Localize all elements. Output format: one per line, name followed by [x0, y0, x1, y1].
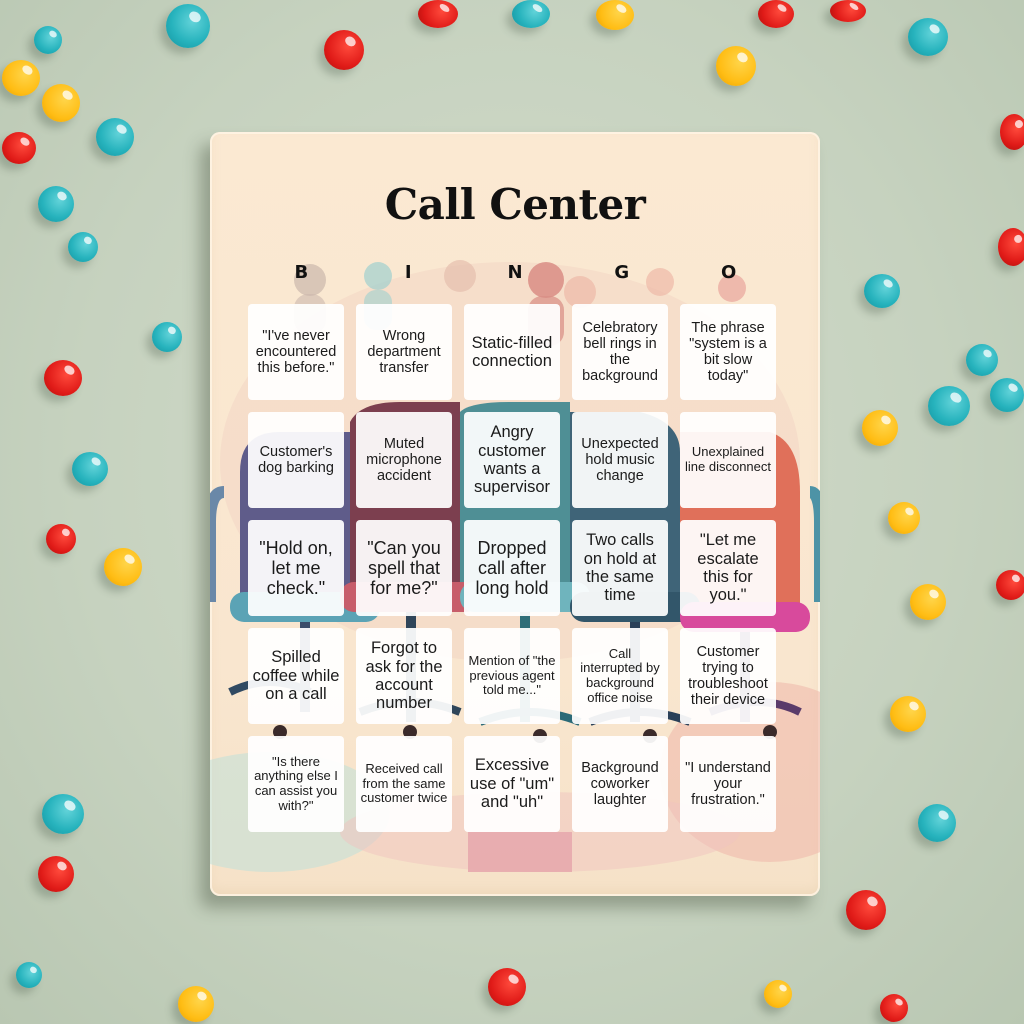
yellow-bead	[910, 584, 946, 620]
teal-bead	[34, 26, 62, 54]
header-letter-i: I	[404, 262, 412, 283]
teal-bead	[512, 0, 550, 28]
red-bead	[418, 0, 458, 28]
yellow-bead	[862, 410, 898, 446]
teal-bead	[990, 378, 1024, 412]
red-bead	[758, 0, 794, 28]
yellow-bead	[178, 986, 214, 1022]
red-bead	[880, 994, 908, 1022]
yellow-bead	[104, 548, 142, 586]
teal-bead	[966, 344, 998, 376]
bingo-cell-n5[interactable]: Excessive use of "um" and "uh"	[464, 736, 560, 832]
teal-bead	[864, 274, 900, 308]
bingo-cell-b4[interactable]: Spilled coffee while on a call	[248, 628, 344, 724]
bingo-cell-g5[interactable]: Background coworker laughter	[572, 736, 668, 832]
yellow-bead	[2, 60, 40, 96]
red-bead	[46, 524, 76, 554]
bingo-cell-o3[interactable]: "Let me escalate this for you."	[680, 520, 776, 616]
teal-bead	[42, 794, 84, 834]
bingo-card: Call Center B I N G O "I've never encoun…	[210, 132, 820, 896]
red-bead	[488, 968, 526, 1006]
bingo-cell-n2[interactable]: Angry customer wants a supervisor	[464, 412, 560, 508]
red-bead	[830, 0, 866, 22]
yellow-bead	[42, 84, 80, 122]
bingo-cell-n1[interactable]: Static-filled connection	[464, 304, 560, 400]
teal-bead	[908, 18, 948, 56]
bingo-cell-g4[interactable]: Call interrupted by background office no…	[572, 628, 668, 724]
bingo-cell-n4[interactable]: Mention of "the previous agent told me..…	[464, 628, 560, 724]
yellow-bead	[888, 502, 920, 534]
bingo-cell-o5[interactable]: "I understand your frustration."	[680, 736, 776, 832]
teal-bead	[72, 452, 108, 486]
bingo-cell-g3[interactable]: Two calls on hold at the same time	[572, 520, 668, 616]
header-letter-g: G	[614, 262, 630, 283]
bingo-cell-b1[interactable]: "I've never encountered this before."	[248, 304, 344, 400]
red-bead	[998, 228, 1024, 266]
teal-bead	[16, 962, 42, 988]
bingo-cell-o2[interactable]: Unexplained line disconnect	[680, 412, 776, 508]
yellow-bead	[596, 0, 634, 30]
bingo-cell-o1[interactable]: The phrase "system is a bit slow today"	[680, 304, 776, 400]
red-bead	[846, 890, 886, 930]
bingo-cell-i4[interactable]: Forgot to ask for the account number	[356, 628, 452, 724]
bingo-cell-i3[interactable]: "Can you spell that for me?"	[356, 520, 452, 616]
red-bead	[996, 570, 1024, 600]
red-bead	[2, 132, 36, 164]
teal-bead	[166, 4, 210, 48]
header-letter-n: N	[507, 262, 523, 283]
card-title: Call Center	[384, 180, 646, 229]
red-bead	[324, 30, 364, 70]
teal-bead	[152, 322, 182, 352]
header-letter-o: O	[720, 262, 737, 283]
header-letter-b: B	[294, 262, 309, 283]
bingo-cell-o4[interactable]: Customer trying to troubleshoot their de…	[680, 628, 776, 724]
bingo-cell-b2[interactable]: Customer's dog barking	[248, 412, 344, 508]
teal-bead	[96, 118, 134, 156]
teal-bead	[928, 386, 970, 426]
bingo-cell-i5[interactable]: Received call from the same customer twi…	[356, 736, 452, 832]
red-bead	[1000, 114, 1024, 150]
bingo-cell-b5[interactable]: "Is there anything else I can assist you…	[248, 736, 344, 832]
teal-bead	[38, 186, 74, 222]
bingo-cell-i2[interactable]: Muted microphone accident	[356, 412, 452, 508]
red-bead	[44, 360, 82, 396]
yellow-bead	[890, 696, 926, 732]
bingo-cell-g1[interactable]: Celebratory bell rings in the background	[572, 304, 668, 400]
teal-bead	[918, 804, 956, 842]
yellow-bead	[716, 46, 756, 86]
bingo-cell-g2[interactable]: Unexpected hold music change	[572, 412, 668, 508]
bingo-cell-n3[interactable]: Dropped call after long hold	[464, 520, 560, 616]
yellow-bead	[764, 980, 792, 1008]
bingo-header: B I N G O	[248, 262, 782, 283]
teal-bead	[68, 232, 98, 262]
bingo-cell-i1[interactable]: Wrong department transfer	[356, 304, 452, 400]
bingo-grid: "I've never encountered this before." Wr…	[248, 304, 778, 834]
bingo-cell-b3[interactable]: "Hold on, let me check."	[248, 520, 344, 616]
red-bead	[38, 856, 74, 892]
